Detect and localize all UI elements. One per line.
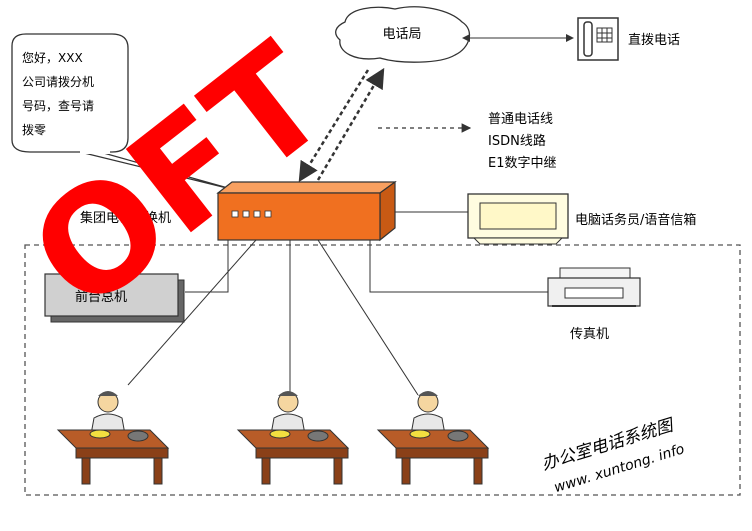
fax-label: 传真机 [570, 327, 609, 342]
pbx-label: 集团电话交换机 [80, 210, 171, 226]
voicemail-label: 电脑话务员/语音信箱 [575, 212, 696, 228]
bubble-line-2: 公司请拨分机 [22, 75, 94, 89]
link-console [185, 240, 229, 293]
link-fax [369, 240, 548, 293]
legend-item-1: 普通电话线 [488, 112, 553, 127]
diagram-watermark: 办公室电话系统图 www. xuntong. info [539, 415, 686, 496]
line-legend: 普通电话线 ISDN线路 E1数字中继 [378, 112, 557, 171]
fax-machine-icon [547, 267, 641, 307]
pbx-switch [216, 180, 397, 242]
telecom-office-label: 电话局 [382, 27, 421, 42]
speech-bubble: 您好，XXX 公司请拨分机 号码，查号请 拨零 [11, 33, 236, 191]
voicemail-computer-icon [467, 193, 569, 245]
console-label: 前台总机 [75, 289, 127, 305]
extension-user-2 [236, 391, 350, 485]
office-boundary [24, 244, 741, 496]
bubble-line-3: 号码，查号请 [22, 99, 94, 113]
legend-item-3: E1数字中继 [488, 156, 557, 171]
direct-phone-icon [577, 17, 619, 61]
front-console-icon: 前台总机 [44, 273, 185, 323]
bubble-line-1: 您好，XXX [22, 50, 83, 65]
bubble-line-4: 拨零 [22, 123, 46, 137]
extension-user-1 [56, 391, 170, 485]
extension-links [127, 239, 419, 396]
legend-item-2: ISDN线路 [488, 133, 546, 149]
trunk-lines [298, 67, 385, 183]
telecom-office-node: 电话局 [335, 6, 471, 63]
direct-phone-label: 直拨电话 [628, 33, 680, 48]
extension-user-3 [376, 391, 490, 485]
